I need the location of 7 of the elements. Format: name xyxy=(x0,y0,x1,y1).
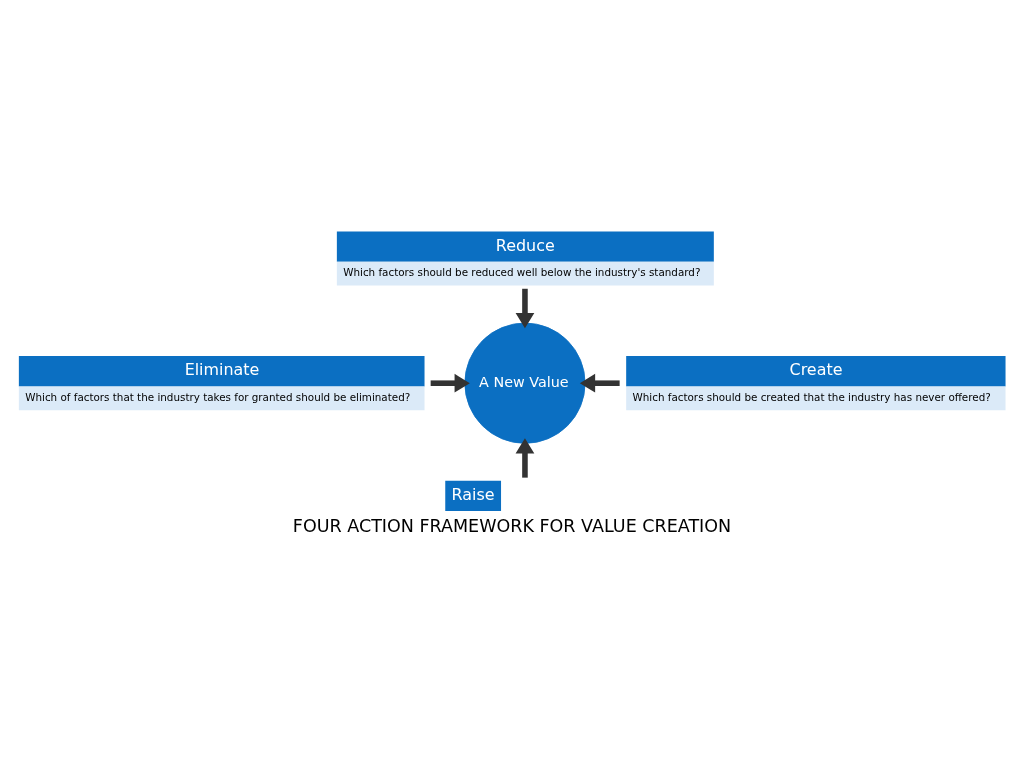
arrow xyxy=(515,438,535,478)
arrow xyxy=(430,373,470,393)
diagram-title: FOUR ACTION FRAMEWORK FOR VALUE CREATION xyxy=(292,515,732,536)
arrow xyxy=(579,373,620,393)
node-circle: A New Value xyxy=(464,322,586,444)
node-box: Raise xyxy=(445,480,502,512)
arrow xyxy=(515,288,535,329)
